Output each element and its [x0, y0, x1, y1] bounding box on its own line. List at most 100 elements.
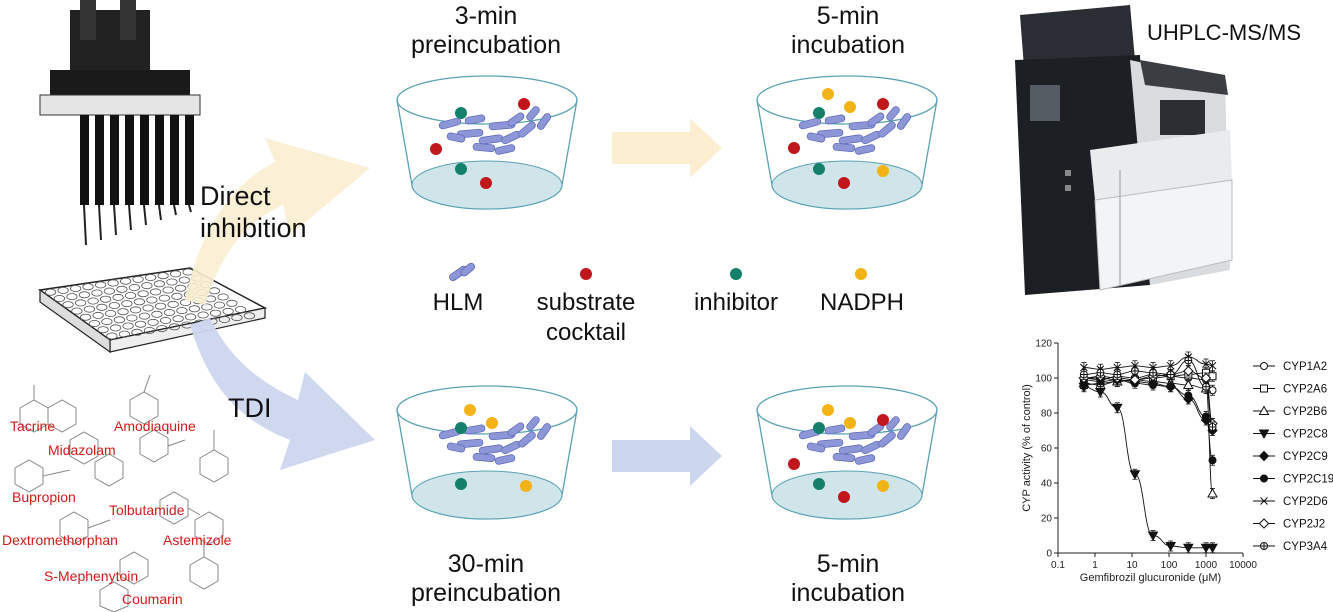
plate-well: [44, 288, 57, 296]
fit-curve: [1083, 356, 1213, 370]
plate-well: [107, 279, 119, 287]
plate-well: [210, 309, 222, 317]
nadph-dot: [822, 88, 834, 100]
y-tick-label: 0: [1046, 549, 1052, 560]
instrument-label: UHPLC-MS/MS: [1147, 20, 1302, 45]
tdi-flow-arrow: [612, 426, 722, 486]
legend-label: CYP2C19: [1283, 474, 1333, 486]
chemical-structures-icon: [14, 374, 229, 612]
data-point: [1207, 487, 1218, 498]
hlm-microsome: [518, 431, 536, 448]
plate-well: [153, 280, 165, 288]
plate-well: [138, 312, 150, 320]
data-point: [1202, 412, 1210, 421]
data-point: [1130, 367, 1139, 375]
nadph-dot: [844, 101, 856, 113]
data-point: [1166, 361, 1175, 370]
plate-well: [83, 305, 96, 313]
plate-well: [217, 293, 229, 301]
hlm-microsome: [832, 452, 856, 463]
data-point: [1166, 382, 1175, 391]
legend-marker: [1258, 429, 1270, 440]
tdi-label: TDI: [228, 393, 272, 423]
legend-entry-cyp2c8: CYP2C8: [1253, 429, 1328, 441]
plate-well: [120, 277, 132, 285]
hlm-microsome: [854, 144, 876, 155]
substrate-dot: [788, 142, 800, 154]
tdi-preincubation-label: 30-min preincubation: [366, 550, 606, 608]
fit-curve: [1083, 379, 1213, 494]
legend-entry-cyp2a6: CYP2A6: [1253, 384, 1327, 396]
nadph-dot: [844, 417, 856, 429]
direct-preincubation-label: 3-min preincubation: [366, 2, 606, 60]
x-tick-label: 1: [1092, 560, 1098, 571]
direct-pre-step: preincubation: [410, 31, 562, 59]
plate-well: [78, 291, 91, 299]
data-point: [1111, 403, 1123, 414]
drug-coumarin: Coumarin: [122, 591, 183, 607]
legend-marker: [1260, 542, 1268, 550]
x-tick-label: 10: [1126, 560, 1138, 571]
direct-incubation-well: [756, 75, 938, 210]
plate-well: [218, 315, 230, 323]
nadph-dot: [486, 417, 498, 429]
hlm-microsome: [896, 113, 912, 130]
substrate-dot: [838, 491, 850, 503]
plate-well: [162, 286, 174, 294]
drug-astemizole: Astemizole: [163, 532, 232, 548]
hlm-microsome: [507, 112, 525, 127]
data-point: [1182, 379, 1194, 389]
hlm-microsome: [878, 431, 896, 448]
legend-entry-cyp1a2: CYP1A2: [1253, 361, 1327, 373]
direct-inhibition-label: Direct inhibition: [200, 180, 307, 244]
drug-midazolam: Midazolam: [48, 442, 116, 458]
hlm-microsome: [472, 452, 496, 463]
legend-marker: [1260, 497, 1268, 505]
plate-well: [178, 276, 190, 284]
hlm-microsome: [806, 132, 826, 143]
data-point: [1207, 543, 1218, 554]
plate-well: [133, 298, 145, 306]
legend-label: CYP1A2: [1283, 361, 1327, 373]
drug-tolbutamide: Tolbutamide: [109, 502, 185, 518]
hlm-microsome: [494, 144, 516, 155]
plate-well: [116, 285, 128, 293]
plate-well: [188, 305, 200, 313]
plate-well: [128, 283, 140, 291]
plate-well: [156, 325, 168, 333]
data-point: [1096, 368, 1105, 377]
tdi-pre-time: 30-min: [447, 550, 525, 578]
hlm-microsome: [438, 117, 462, 130]
tdi-inc-time: 5-min: [816, 550, 880, 578]
inhibitor-dot: [455, 163, 467, 175]
plate-well: [170, 270, 182, 278]
legend-label: CYP2D6: [1283, 496, 1328, 508]
nadph-dot: [822, 404, 834, 416]
plate-well: [235, 305, 247, 313]
plate-well: [108, 301, 121, 309]
direct-inc-time: 5-min: [816, 2, 880, 30]
plate-well: [132, 275, 144, 283]
plate-well: [142, 304, 154, 312]
plate-well: [122, 322, 134, 330]
multichannel-pipette-icon: [39, 0, 201, 246]
inhibitor-dot: [813, 478, 825, 490]
plate-well: [197, 311, 209, 319]
drug-tacrine: Tacrine: [10, 418, 56, 434]
direct-label-line1: Direct: [200, 181, 271, 211]
plate-well: [163, 308, 175, 316]
data-point: [1202, 360, 1210, 368]
tdi-inc-step: incubation: [791, 579, 905, 607]
series-cyp2c8: [1078, 381, 1218, 554]
legend-marker: [1258, 450, 1270, 462]
substrate-dot: [877, 414, 889, 426]
inhibitor-dot: [455, 107, 467, 119]
plate-well: [157, 272, 169, 280]
x-tick-label: 1000: [1195, 560, 1218, 571]
plate-well: [158, 294, 170, 302]
plate-well: [95, 281, 107, 289]
plate-well: [243, 312, 255, 320]
plate-well: [145, 273, 157, 281]
hlm-microsome: [526, 416, 540, 431]
